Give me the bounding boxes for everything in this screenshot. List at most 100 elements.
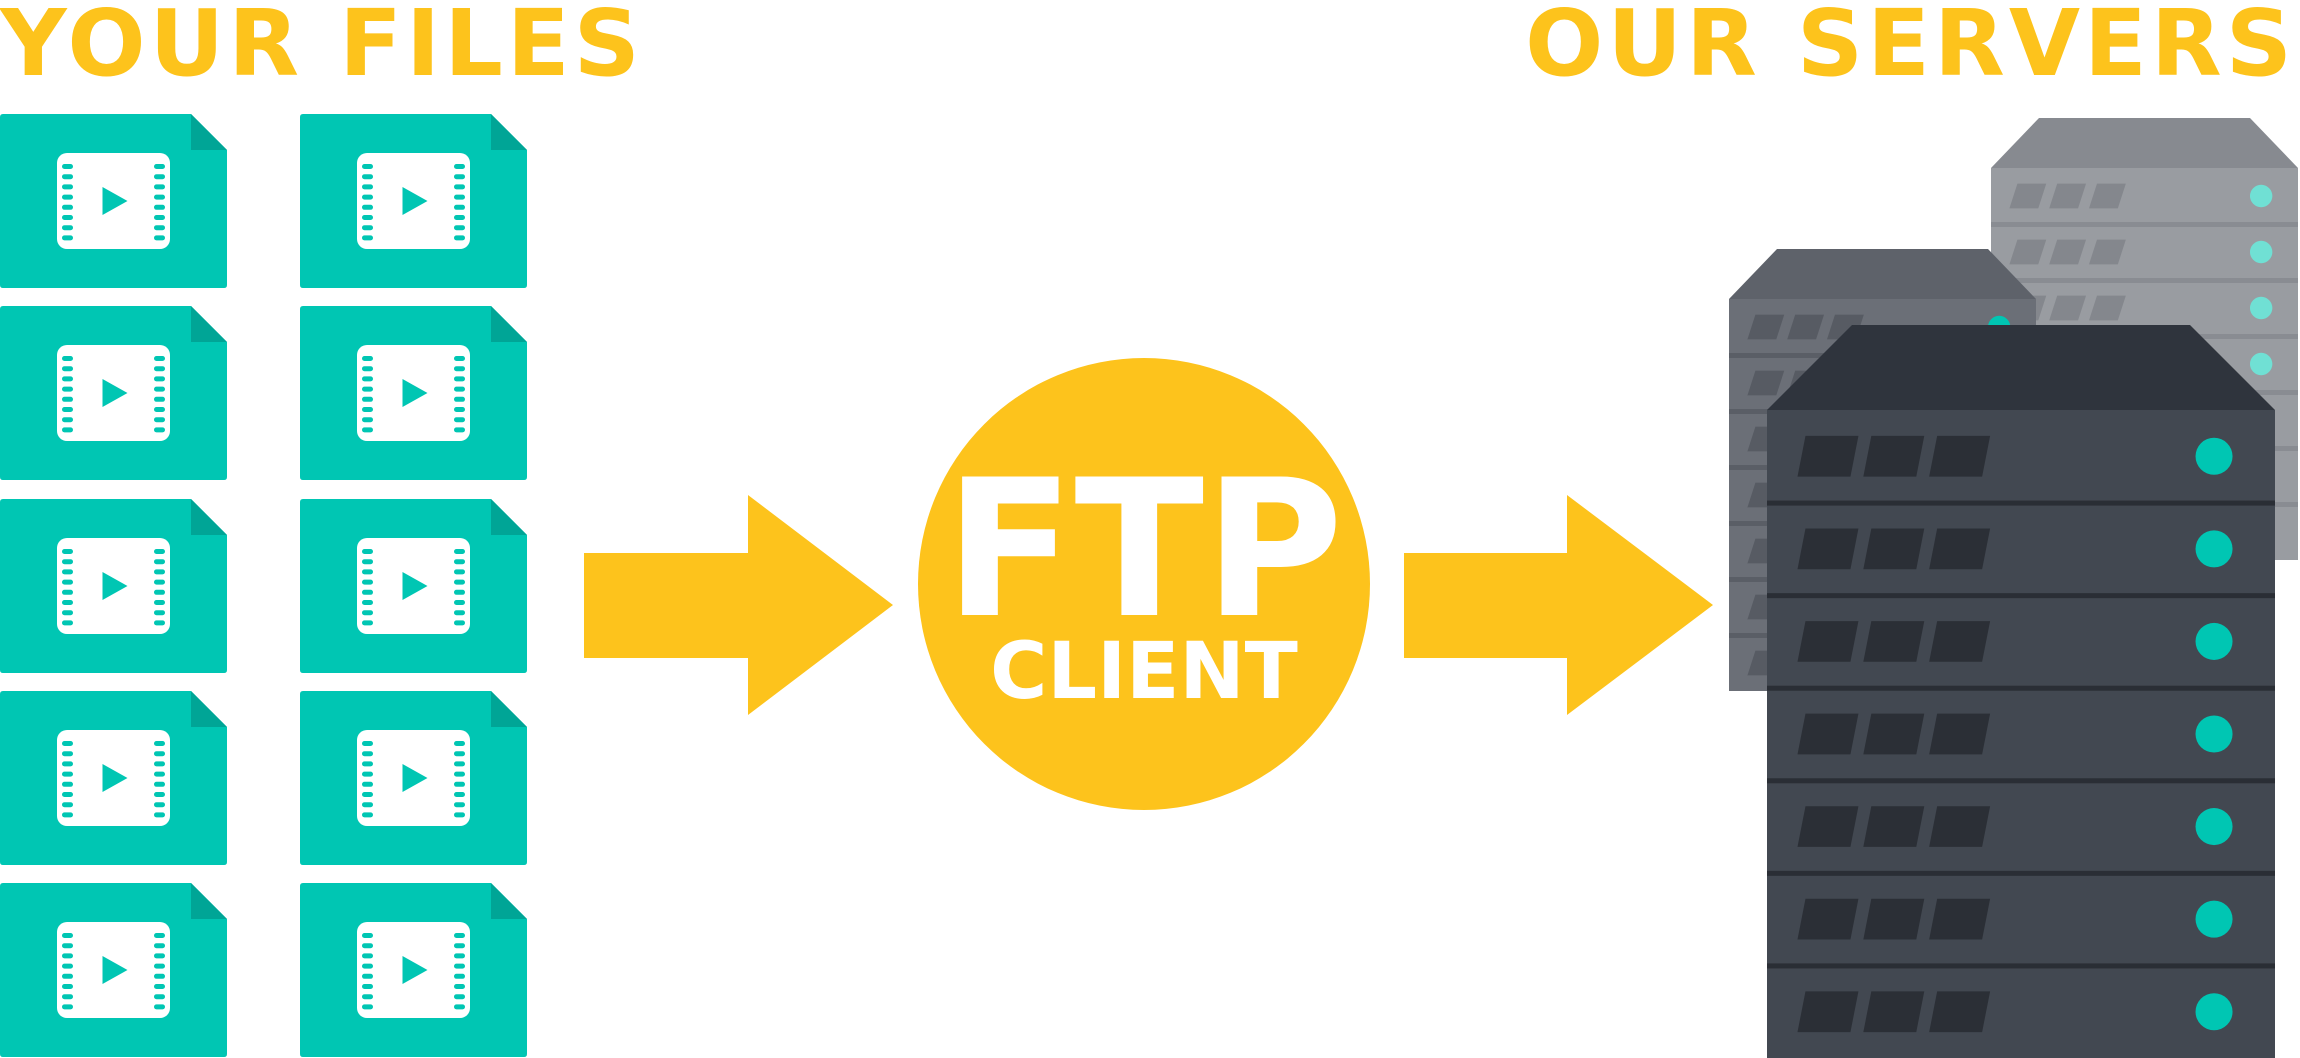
drive-slot bbox=[1747, 314, 1785, 340]
film-hole bbox=[62, 417, 73, 423]
play-icon bbox=[102, 764, 128, 792]
unit-divider bbox=[1767, 778, 2275, 784]
drive-slot bbox=[2009, 183, 2047, 209]
film-hole bbox=[62, 984, 73, 989]
film-hole bbox=[62, 204, 73, 210]
film-hole bbox=[62, 620, 73, 626]
ftp-client: FTP CLIENT bbox=[918, 358, 1370, 810]
film-hole bbox=[454, 204, 465, 210]
play-icon bbox=[102, 187, 128, 215]
unit-divider bbox=[1767, 500, 2275, 506]
film-hole bbox=[454, 549, 465, 554]
film-hole bbox=[454, 215, 465, 220]
film-hole bbox=[154, 589, 165, 595]
status-led bbox=[2195, 530, 2233, 568]
film-hole bbox=[454, 1004, 465, 1010]
film-hole bbox=[362, 366, 373, 372]
film-hole bbox=[362, 184, 373, 190]
status-led bbox=[2249, 184, 2273, 208]
film-hole bbox=[454, 386, 465, 392]
film-hole bbox=[454, 610, 465, 616]
film-hole bbox=[154, 417, 165, 423]
server-top bbox=[1729, 249, 2036, 299]
film-hole bbox=[154, 376, 165, 382]
film-hole bbox=[362, 225, 373, 231]
unit-divider bbox=[1767, 963, 2275, 969]
film-hole bbox=[62, 174, 73, 180]
film-hole bbox=[362, 943, 373, 949]
play-icon bbox=[402, 764, 428, 792]
film-hole bbox=[454, 751, 465, 757]
film-hole bbox=[362, 600, 373, 605]
film-hole bbox=[362, 235, 373, 241]
film-hole bbox=[454, 356, 465, 361]
film-hole bbox=[62, 366, 73, 372]
file-fold bbox=[191, 306, 227, 342]
film-hole bbox=[362, 792, 373, 797]
video-file-icon bbox=[300, 691, 527, 865]
file-fold bbox=[491, 691, 527, 727]
film-hole bbox=[154, 741, 165, 746]
file-fold bbox=[191, 499, 227, 535]
film-hole bbox=[154, 792, 165, 797]
film-hole bbox=[154, 802, 165, 808]
your-files-heading: YOUR FILES bbox=[0, 0, 644, 97]
drive-slot bbox=[1929, 528, 1991, 570]
film-hole bbox=[454, 396, 465, 402]
film-hole bbox=[154, 943, 165, 949]
status-led bbox=[2195, 715, 2233, 753]
film-hole bbox=[62, 943, 73, 949]
drive-slot bbox=[1863, 435, 1925, 477]
drive-slot bbox=[1797, 898, 1859, 940]
drive-slot bbox=[1797, 806, 1859, 847]
film-hole bbox=[362, 620, 373, 626]
film-hole bbox=[62, 963, 73, 969]
film-hole bbox=[154, 1004, 165, 1010]
film-hole bbox=[62, 215, 73, 220]
drive-slot bbox=[2009, 239, 2047, 265]
drive-slot bbox=[1863, 806, 1925, 847]
film-hole bbox=[62, 994, 73, 1000]
film-hole bbox=[454, 366, 465, 372]
film-hole bbox=[62, 973, 73, 979]
drive-slot bbox=[1797, 713, 1859, 755]
drive-slot bbox=[1797, 991, 1859, 1033]
film-hole bbox=[154, 235, 165, 241]
film-hole bbox=[62, 741, 73, 746]
our-servers-heading: OUR SERVERS bbox=[1525, 0, 2296, 97]
film-hole bbox=[454, 792, 465, 797]
film-hole bbox=[62, 407, 73, 412]
client-circle bbox=[918, 358, 1370, 810]
film-hole bbox=[362, 204, 373, 210]
film-hole bbox=[62, 427, 73, 433]
play-icon bbox=[402, 187, 428, 215]
film-hole bbox=[362, 963, 373, 969]
film-hole bbox=[362, 953, 373, 959]
drive-slot bbox=[2049, 183, 2087, 209]
drive-slot bbox=[1797, 528, 1859, 570]
film-hole bbox=[454, 620, 465, 626]
drive-slot bbox=[1929, 713, 1991, 755]
film-hole bbox=[454, 376, 465, 382]
film-hole bbox=[362, 164, 373, 169]
drive-slot bbox=[1797, 435, 1859, 477]
film-hole bbox=[154, 812, 165, 818]
status-led bbox=[2195, 808, 2233, 846]
video-file-icon bbox=[300, 306, 527, 480]
film-hole bbox=[154, 386, 165, 392]
film-hole bbox=[362, 569, 373, 575]
film-hole bbox=[454, 235, 465, 241]
film-hole bbox=[62, 579, 73, 585]
film-hole bbox=[362, 386, 373, 392]
unit-divider bbox=[1991, 278, 2298, 283]
film-hole bbox=[154, 366, 165, 372]
status-led bbox=[2195, 622, 2233, 660]
file-fold bbox=[191, 114, 227, 150]
file-fold bbox=[491, 883, 527, 919]
film-hole bbox=[62, 559, 73, 565]
film-hole bbox=[154, 610, 165, 616]
play-icon bbox=[402, 572, 428, 600]
film-hole bbox=[62, 569, 73, 575]
drive-slot bbox=[1929, 898, 1991, 940]
